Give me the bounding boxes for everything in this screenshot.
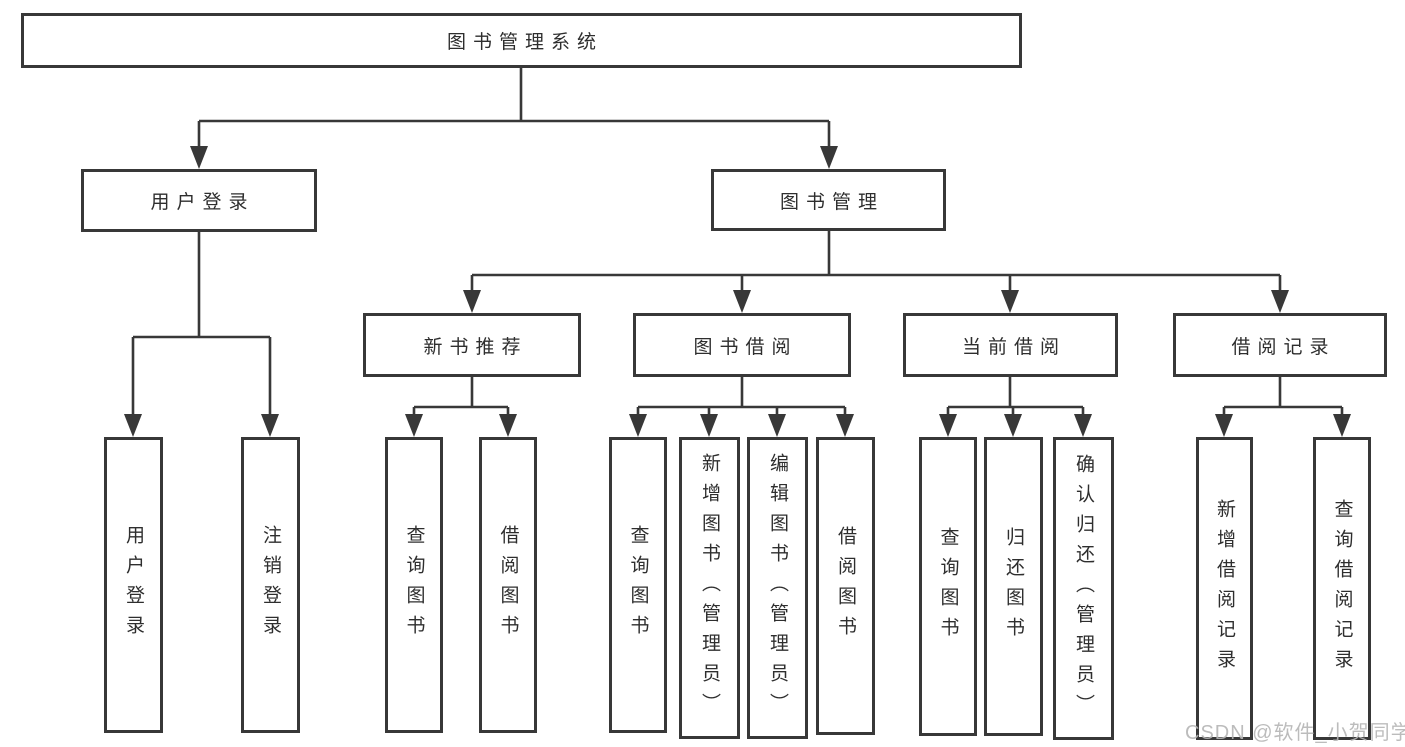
node-box-leaf-query-borrow-record: 查询借阅记录 [1313, 437, 1371, 740]
node-label: 归还图书 [1003, 526, 1024, 647]
arrow-icon [836, 414, 854, 437]
node-box-leaf-user-login: 用户登录 [104, 437, 163, 733]
edge-borrowing-to-leaves [636, 377, 847, 416]
node-label: 借阅图书 [497, 525, 519, 645]
node-box-leaf-query-books-2: 查询图书 [609, 437, 667, 733]
node-label: 新增图书（管理员） [699, 453, 720, 723]
arrow-icon [768, 414, 786, 437]
node-label: 借阅记录 [1231, 336, 1336, 358]
csdn-watermark: CSDN @软件_小贺同学 [1185, 722, 1405, 744]
arrow-icon [1004, 414, 1022, 437]
edge-root-to-level2 [197, 68, 831, 146]
node-label: 注销登录 [260, 525, 281, 645]
arrow-icon [1001, 290, 1019, 313]
node-box-leaf-edit-books-admin: 编辑图书（管理员） [747, 437, 808, 739]
edge-current-to-leaves [946, 377, 1085, 416]
arrow-icon [499, 414, 517, 437]
arrow-icon [405, 414, 423, 437]
node-box-leaf-add-borrow-record: 新增借阅记录 [1196, 437, 1253, 740]
node-box-borrowing-records: 借阅记录 [1173, 313, 1387, 377]
node-label: 图书管理系统 [446, 32, 603, 53]
node-box-new-book-recommend: 新书推荐 [363, 313, 581, 377]
node-label: 用户登录 [123, 525, 144, 645]
arrow-icon [1271, 290, 1289, 313]
node-label: 查询图书 [403, 525, 425, 645]
node-label: 查询图书 [937, 526, 959, 647]
node-box-current-borrowing: 当前借阅 [903, 313, 1118, 377]
arrow-icon [463, 290, 481, 313]
edge-newbook-to-leaves [412, 377, 510, 416]
node-label: 图书借阅 [693, 336, 798, 358]
node-box-leaf-borrow-books-1: 借阅图书 [479, 437, 537, 733]
node-box-book-management: 图书管理 [711, 169, 946, 231]
node-box-leaf-confirm-return-admin: 确认归还（管理员） [1053, 437, 1114, 740]
arrow-icon [124, 414, 142, 437]
arrow-icon [261, 414, 279, 437]
node-box-leaf-query-books-3: 查询图书 [919, 437, 977, 736]
node-box-leaf-borrow-books-2: 借阅图书 [816, 437, 875, 735]
arrow-icon [733, 290, 751, 313]
node-box-leaf-logout: 注销登录 [241, 437, 300, 733]
arrowheads [124, 146, 1351, 437]
edge-bookmgmt-to-level3 [470, 231, 1282, 292]
arrow-icon [1074, 414, 1092, 437]
node-box-leaf-return-books: 归还图书 [984, 437, 1043, 736]
node-label: 查询图书 [627, 525, 649, 645]
arrow-icon [190, 146, 208, 169]
node-label: 当前借阅 [961, 336, 1066, 358]
node-box-leaf-query-books-1: 查询图书 [385, 437, 443, 733]
node-label: 新书推荐 [423, 336, 528, 358]
edge-userlogin-to-leaves [131, 231, 272, 416]
arrow-icon [1215, 414, 1233, 437]
node-label: 查询借阅记录 [1331, 498, 1353, 679]
node-label: 确认归还（管理员） [1073, 453, 1094, 724]
node-box-user-login: 用户登录 [81, 169, 317, 232]
arrow-icon [820, 146, 838, 169]
arrow-icon [700, 414, 718, 437]
node-label: 新增借阅记录 [1214, 498, 1235, 679]
node-label: 用户登录 [150, 192, 255, 213]
node-label: 借阅图书 [835, 526, 856, 646]
arrow-icon [939, 414, 957, 437]
edge-records-to-leaves [1222, 377, 1344, 416]
node-label: 图书管理 [779, 191, 884, 213]
node-box-system-root: 图书管理系统 [21, 13, 1022, 68]
node-label: 编辑图书（管理员） [767, 453, 788, 723]
node-box-leaf-add-books-admin: 新增图书（管理员） [679, 437, 740, 739]
arrow-icon [629, 414, 647, 437]
node-box-book-borrowing: 图书借阅 [633, 313, 851, 377]
arrow-icon [1333, 414, 1351, 437]
